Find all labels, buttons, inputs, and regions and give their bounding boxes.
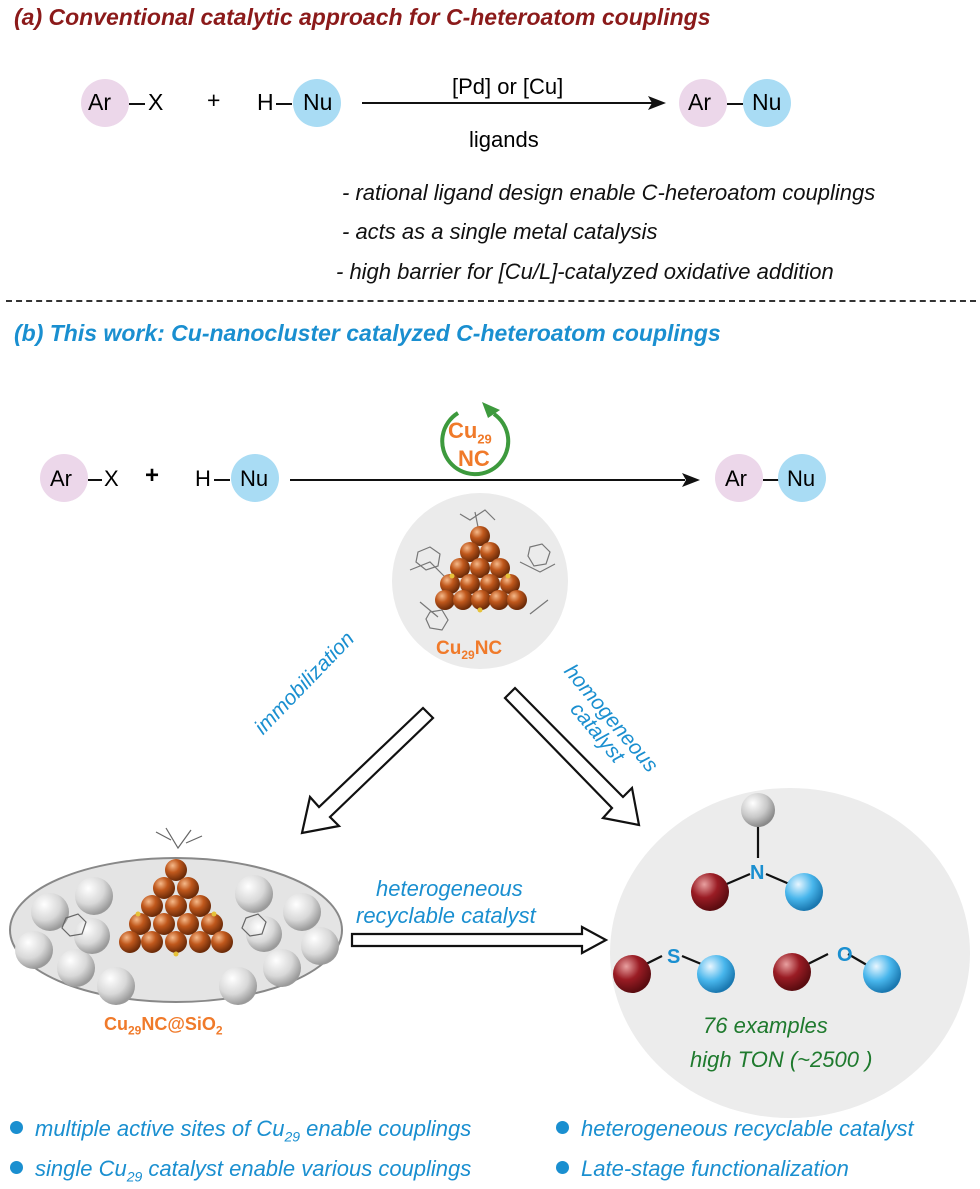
reactant-x-label: X xyxy=(104,466,119,491)
homogeneous-arrow xyxy=(503,686,641,827)
product-ar-label: Ar xyxy=(725,466,747,491)
product-ar-label: Ar xyxy=(688,89,711,115)
footer-item-4: Late-stage functionalization xyxy=(556,1156,849,1182)
bullet-dot xyxy=(556,1161,569,1174)
nu-circle xyxy=(293,79,341,127)
bullet-a-2: - acts as a single metal catalysis xyxy=(342,219,658,244)
section-a-header: (a) Conventional catalytic approach for … xyxy=(14,4,711,30)
product-nu-label: Nu xyxy=(752,89,782,115)
ar-circle xyxy=(679,79,727,127)
reactant-h-label: H xyxy=(195,466,211,491)
sio2-label: Cu29NC@SiO2 xyxy=(104,1014,223,1038)
section-divider xyxy=(6,300,976,302)
reactant-nu-label: Nu xyxy=(240,466,269,491)
reactant-x-label: X xyxy=(148,89,164,115)
plus-sign: + xyxy=(207,87,221,113)
bullet-dot xyxy=(556,1121,569,1134)
ar-circle xyxy=(81,79,129,127)
bullet-dot xyxy=(10,1161,23,1174)
atom-s-label: S xyxy=(667,946,681,968)
bond-line xyxy=(763,479,779,481)
reaction-arrow xyxy=(290,473,700,487)
footer-item-2: heterogeneous recyclable catalyst xyxy=(556,1116,914,1142)
recyclable-catalyst-label: recyclable catalyst xyxy=(356,903,536,928)
footer-item-1: multiple active sites of Cu29 enable cou… xyxy=(10,1116,471,1144)
reaction-arrow xyxy=(362,96,666,110)
examples-count: 76 examples xyxy=(703,1013,828,1038)
arrow-top-label: [Pd] or [Cu] xyxy=(452,74,564,99)
bullet-dot xyxy=(10,1121,23,1134)
products-structures xyxy=(613,793,901,993)
bond-line xyxy=(88,479,102,481)
cu29-cluster-image xyxy=(392,493,568,669)
cu29-sio2-image xyxy=(9,827,343,1005)
reactant-nu-label: Nu xyxy=(303,89,333,115)
bullet-a-1: - rational ligand design enable C-hetero… xyxy=(342,180,876,205)
cluster-label: Cu29NC xyxy=(436,638,503,662)
bond-line xyxy=(276,103,292,105)
products-panel xyxy=(610,788,970,1118)
recyclable-arrow xyxy=(350,925,609,955)
section-b-header: (b) This work: Cu-nanocluster catalyzed … xyxy=(14,320,721,346)
catalyst-badge-line2: NC xyxy=(458,446,490,471)
product-nu-label: Nu xyxy=(787,466,816,491)
bond-line xyxy=(727,103,743,105)
ar-circle xyxy=(715,454,763,502)
ar-circle xyxy=(40,454,88,502)
nu-circle xyxy=(743,79,791,127)
immobilization-arrow xyxy=(300,706,435,835)
catalyst-badge-line1: Cu29 xyxy=(448,418,492,447)
atom-n-label: N xyxy=(750,862,765,884)
bond-line xyxy=(214,479,230,481)
bond-line xyxy=(129,103,145,105)
atom-o-label: O xyxy=(837,944,853,966)
nu-circle xyxy=(231,454,279,502)
bullet-a-3: - high barrier for [Cu/L]-catalyzed oxid… xyxy=(336,259,834,284)
heterogeneous-label: heterogeneous xyxy=(376,876,523,901)
recycle-badge-icon xyxy=(440,402,511,477)
plus-sign: + xyxy=(145,462,160,489)
reactant-ar-label: Ar xyxy=(88,89,111,115)
arrow-bottom-label: ligands xyxy=(469,127,539,152)
ton-value: high TON (~2500 ) xyxy=(690,1047,873,1072)
footer-item-3: single Cu29 catalyst enable various coup… xyxy=(10,1156,471,1184)
nu-circle xyxy=(778,454,826,502)
reactant-ar-label: Ar xyxy=(50,466,72,491)
reactant-h-label: H xyxy=(257,89,274,115)
